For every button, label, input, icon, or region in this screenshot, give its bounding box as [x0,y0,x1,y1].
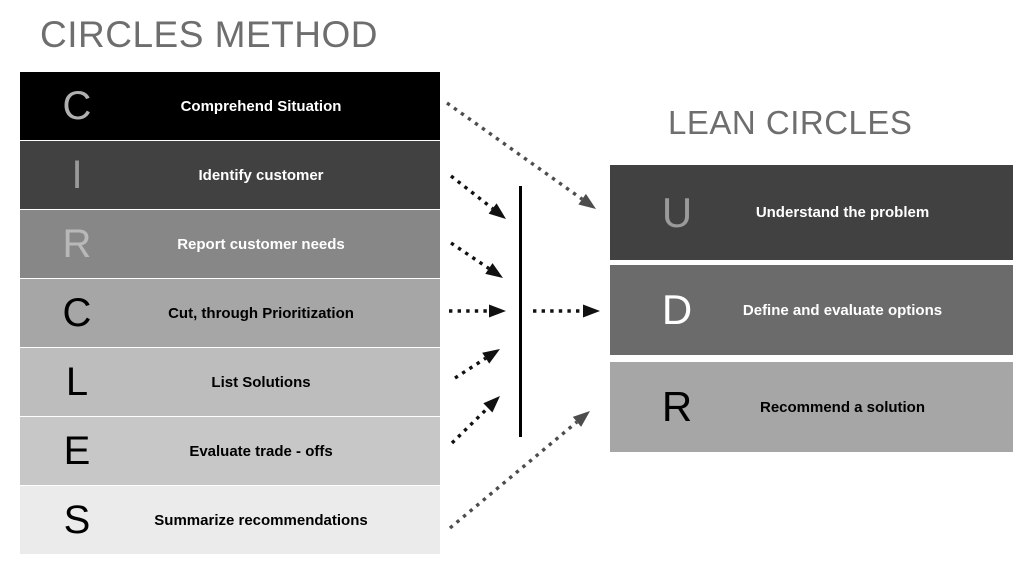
circles-row-report[interactable]: R Report customer needs [20,210,440,278]
arrow-summarize-to-recommend-head [572,411,590,427]
lean-row-understand[interactable]: U Understand the problem [610,165,1013,260]
arrow-divider-to-define-head [583,304,600,318]
vertical-divider-line [519,186,522,437]
lean-row-label: Recommend a solution [759,398,926,416]
arrow-evaluate-to-divider-head [483,396,500,413]
arrow-list-to-divider-head [482,349,500,364]
arrow-evaluate-to-divider-shaft [450,406,490,445]
arrow-identify-to-divider-head [488,203,506,219]
lean-row-recommend[interactable]: R Recommend a solution [610,362,1013,452]
arrow-comprehend-to-understand-head [578,193,596,209]
page-title-circles-method: CIRCLES METHOD [40,14,378,55]
letter-badge-c: C [62,84,92,128]
circles-row-label: Report customer needs [177,235,345,253]
lean-row-label: Define and evaluate options [742,301,943,319]
letter-badge-c2: C [62,291,92,335]
circles-row-label: Summarize recommendations [154,511,368,529]
arrow-identify-to-divider-shaft [449,174,494,210]
circles-row-label: Comprehend Situation [180,97,342,115]
letter-badge-r2: R [661,383,693,430]
letter-badge-e: E [63,429,91,473]
letter-badge-s: S [63,498,91,542]
letter-badge-r: R [62,222,92,266]
letter-badge-u: U [661,188,693,236]
circles-row-summarize[interactable]: S Summarize recommendations [20,486,440,554]
lean-row-define[interactable]: D Define and evaluate options [610,265,1013,355]
arrow-cut-to-divider-head [489,304,506,318]
arrow-summarize-to-recommend-shaft [448,420,579,530]
letter-badge-i: I [71,153,83,197]
letter-badge-l: L [65,360,89,404]
circles-row-comprehend[interactable]: C Comprehend Situation [20,72,440,140]
circles-row-label: Cut, through Prioritization [168,304,354,322]
arrow-list-to-divider-shaft [454,356,487,380]
arrow-comprehend-to-understand-shaft [446,101,584,201]
arrow-report-to-divider-head [485,263,503,278]
circles-row-cut[interactable]: C Cut, through Prioritization [20,279,440,347]
circles-row-list[interactable]: L List Solutions [20,348,440,416]
letter-badge-d: D [661,286,693,333]
lean-row-label: Understand the problem [755,204,930,221]
circles-row-identify[interactable]: I Identify customer [20,141,440,209]
circles-row-label: Evaluate trade - offs [189,442,333,460]
page-title-lean-circles: LEAN CIRCLES [668,104,913,141]
circles-row-label: List Solutions [211,373,311,391]
circles-row-evaluate[interactable]: E Evaluate trade - offs [20,417,440,485]
circles-row-label: Identify customer [198,166,324,184]
arrow-report-to-divider-shaft [450,241,490,270]
